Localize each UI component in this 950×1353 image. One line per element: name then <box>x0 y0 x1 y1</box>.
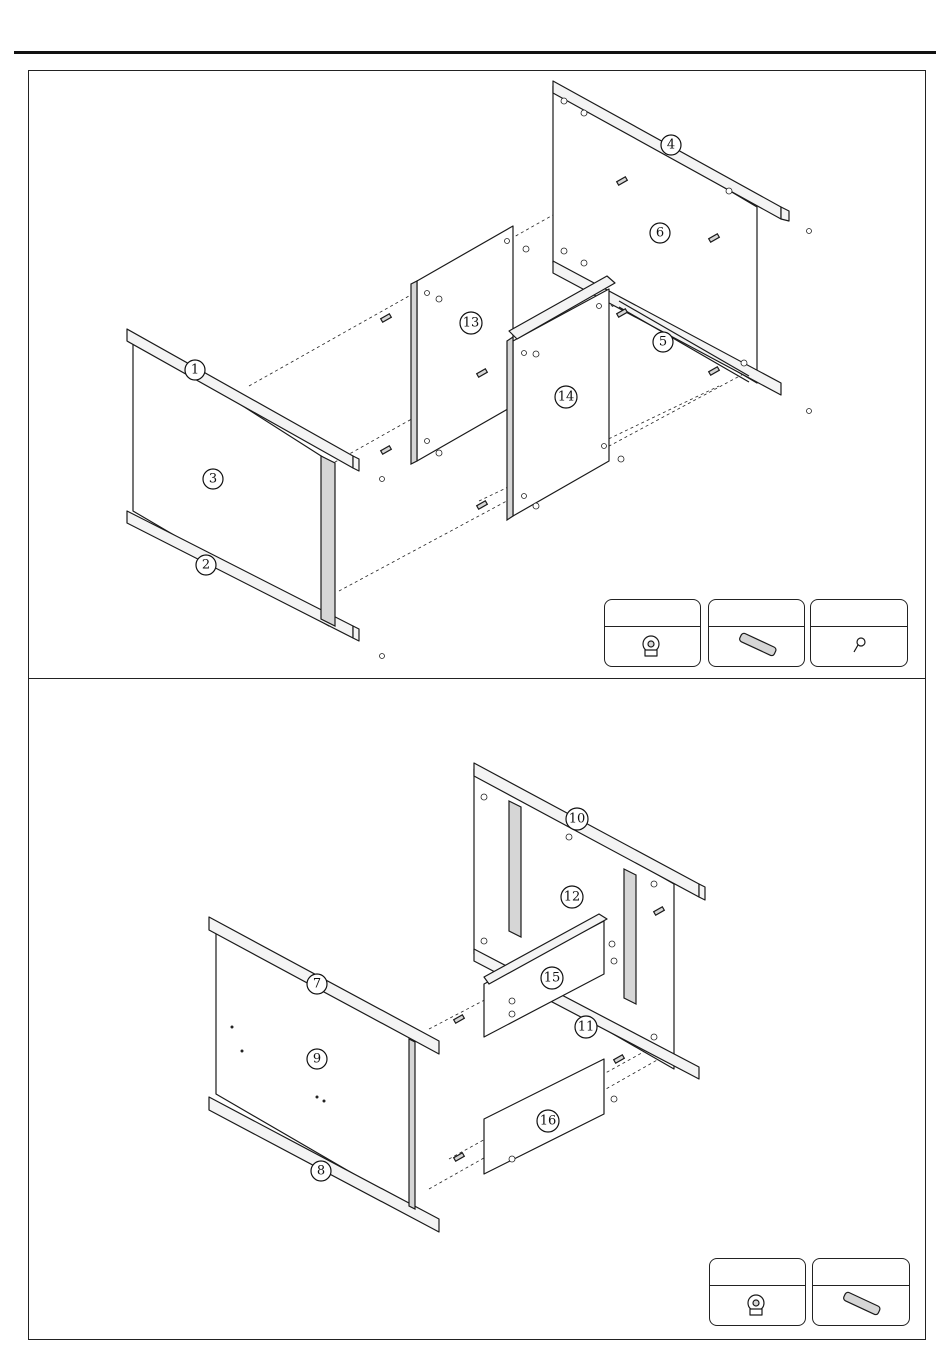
cam-bolt-icon <box>811 626 909 668</box>
callout-1: 1 <box>185 360 205 380</box>
cam-lock-icon <box>710 1285 807 1327</box>
svg-text:5: 5 <box>659 335 667 350</box>
hardware-box-header <box>709 600 804 627</box>
callout-4: 4 <box>661 135 681 155</box>
svg-text:7: 7 <box>313 977 321 992</box>
wood-dowel-icon <box>709 626 806 668</box>
svg-text:15: 15 <box>544 971 561 986</box>
hardware-box-header <box>813 1259 909 1286</box>
svg-text:13: 13 <box>463 316 480 331</box>
svg-text:1: 1 <box>191 363 199 378</box>
hardware-box-header <box>605 600 700 627</box>
hardware-box-cam-lock <box>604 599 701 667</box>
callout-11: 11 <box>575 1016 597 1038</box>
assembly-diagram-top: 1 2 3 4 5 6 13 14 <box>29 71 927 680</box>
side-panel-3 <box>127 329 359 641</box>
divider-panel-13 <box>411 226 513 464</box>
assembly-step-top: 1 2 3 4 5 6 13 14 <box>28 70 926 679</box>
hardware-box-header <box>710 1259 805 1286</box>
callout-5: 5 <box>653 332 673 352</box>
callout-16: 16 <box>537 1110 559 1132</box>
svg-text:14: 14 <box>558 390 575 405</box>
svg-text:2: 2 <box>202 558 210 573</box>
callout-12: 12 <box>561 886 583 908</box>
svg-text:10: 10 <box>569 812 586 827</box>
callout-13: 13 <box>460 312 482 334</box>
svg-text:4: 4 <box>667 138 675 153</box>
hardware-box-dowel <box>812 1258 910 1326</box>
callout-14: 14 <box>555 386 577 408</box>
callout-7: 7 <box>307 974 327 994</box>
svg-text:3: 3 <box>209 472 217 487</box>
callout-15: 15 <box>541 967 563 989</box>
wood-dowel-icon <box>813 1285 911 1327</box>
callout-10: 10 <box>566 808 588 830</box>
callout-9: 9 <box>307 1049 327 1069</box>
header-rule <box>14 51 936 54</box>
hardware-box-cam-bolt <box>810 599 908 667</box>
assembly-diagram-bottom: 7 8 9 10 11 12 15 16 <box>29 679 927 1341</box>
hardware-box-dowel <box>708 599 805 667</box>
cam-lock-icon <box>605 626 702 668</box>
svg-text:12: 12 <box>564 890 581 905</box>
svg-text:8: 8 <box>317 1164 325 1179</box>
callout-6: 6 <box>650 223 670 243</box>
svg-text:6: 6 <box>656 226 664 241</box>
svg-text:11: 11 <box>578 1020 595 1035</box>
assembly-step-bottom: 7 8 9 10 11 12 15 16 <box>28 678 926 1340</box>
callout-3: 3 <box>203 469 223 489</box>
callout-2: 2 <box>196 555 216 575</box>
svg-text:16: 16 <box>540 1114 557 1129</box>
svg-text:9: 9 <box>313 1052 321 1067</box>
hardware-box-header <box>811 600 907 627</box>
side-panel-9 <box>209 917 439 1232</box>
hardware-box-cam-lock <box>709 1258 806 1326</box>
callout-8: 8 <box>311 1161 331 1181</box>
